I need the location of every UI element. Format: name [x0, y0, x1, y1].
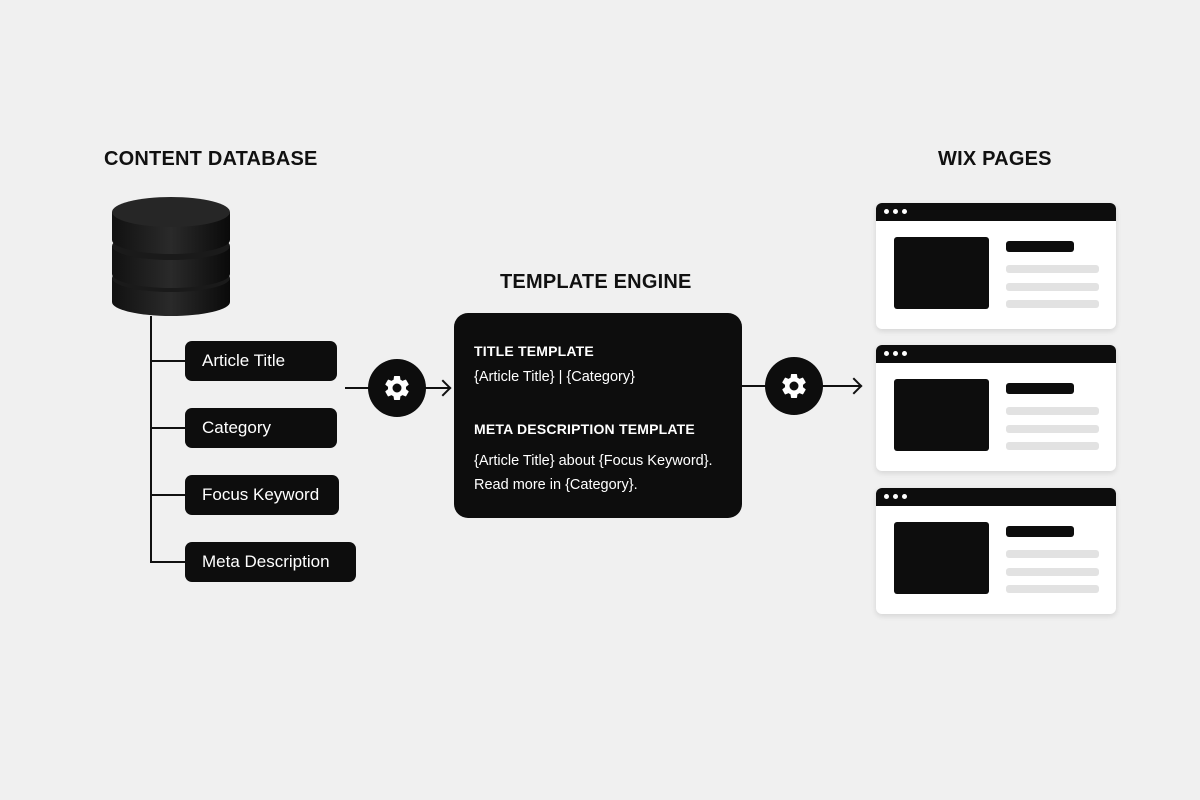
gear-icon	[765, 357, 823, 415]
gear-icon	[368, 359, 426, 417]
arrow-head-icon	[845, 377, 863, 395]
page-text-placeholder	[1006, 265, 1099, 273]
meta-template-line-1: {Article Title} about {Focus Keyword}.	[474, 453, 713, 469]
tree-branch	[150, 561, 186, 563]
database-icon	[112, 197, 230, 316]
page-text-placeholder	[1006, 300, 1099, 308]
page-image-placeholder	[894, 237, 989, 309]
page-text-placeholder	[1006, 550, 1099, 558]
browser-title-bar	[876, 345, 1116, 363]
page-image-placeholder	[894, 522, 989, 594]
field-meta-description: Meta Description	[185, 542, 356, 582]
browser-title-bar	[876, 203, 1116, 221]
tree-branch	[150, 494, 186, 496]
template-engine-heading: TEMPLATE ENGINE	[500, 271, 692, 293]
tree-branch	[150, 360, 186, 362]
wix-pages-heading: WIX PAGES	[938, 148, 1052, 170]
field-focus-keyword: Focus Keyword	[185, 475, 339, 515]
browser-window-icon	[876, 488, 1116, 614]
page-text-placeholder	[1006, 407, 1099, 415]
page-title-placeholder	[1006, 241, 1074, 252]
browser-window-icon	[876, 345, 1116, 471]
page-text-placeholder	[1006, 585, 1099, 593]
field-article-title: Article Title	[185, 341, 337, 381]
arrow-head-icon	[434, 379, 452, 397]
title-template-label: TITLE TEMPLATE	[474, 343, 594, 359]
page-text-placeholder	[1006, 283, 1099, 291]
page-text-placeholder	[1006, 568, 1099, 576]
page-image-placeholder	[894, 379, 989, 451]
title-template-text: {Article Title} | {Category}	[474, 369, 635, 385]
template-engine-card: TITLE TEMPLATE {Article Title} | {Catego…	[454, 313, 742, 518]
browser-window-icon	[876, 203, 1116, 329]
page-text-placeholder	[1006, 442, 1099, 450]
content-database-heading: CONTENT DATABASE	[104, 148, 318, 170]
page-title-placeholder	[1006, 526, 1074, 537]
page-text-placeholder	[1006, 425, 1099, 433]
browser-title-bar	[876, 488, 1116, 506]
meta-template-line-2: Read more in {Category}.	[474, 477, 638, 493]
field-category: Category	[185, 408, 337, 448]
tree-connector-line	[150, 316, 152, 563]
tree-branch	[150, 427, 186, 429]
page-title-placeholder	[1006, 383, 1074, 394]
meta-description-template-label: META DESCRIPTION TEMPLATE	[474, 421, 695, 437]
